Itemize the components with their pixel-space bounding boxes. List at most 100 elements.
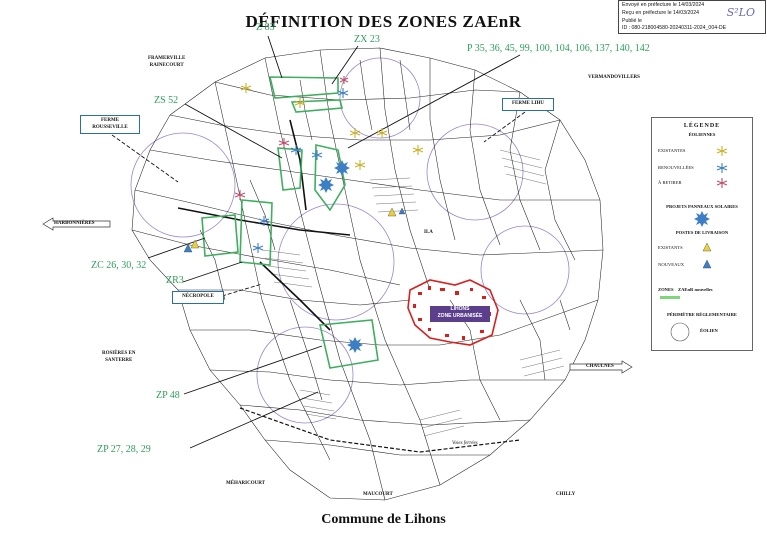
urban-zone-text: ZONE URBANISÉE	[437, 313, 483, 319]
turbine-renewed-icon	[252, 243, 264, 253]
zone-zc	[201, 214, 239, 257]
turbines-existing	[240, 83, 424, 170]
place-framerville: FRAMERVILLE RAINECOURT	[148, 56, 186, 68]
place-voies-ferrees: Voies ferrées	[452, 441, 478, 446]
stamp-line: Reçu en préfecture le 14/03/2024	[622, 9, 700, 16]
leader-zp48	[183, 345, 323, 395]
legend-renouvelees: RENOUVELLÉES	[658, 165, 694, 170]
leader-zs52	[184, 103, 283, 159]
stamp-line: Envoyé en préfecture le 14/03/2024	[622, 2, 705, 8]
turbine-existing-icon	[240, 83, 252, 93]
solar-icon	[334, 160, 350, 176]
legend-existantes: EXISTANTES	[658, 148, 686, 153]
legend-zaenr: ZAEnR nouvelles	[678, 287, 713, 292]
leader-lihu	[483, 111, 526, 143]
place-rosieres: ROSIÈRES EN SANTERRE	[102, 351, 136, 363]
place-chaulnes: CHAULNES	[586, 364, 614, 369]
perimeter-circle	[426, 123, 524, 221]
leader-zr3	[182, 261, 243, 283]
main-roads	[177, 119, 351, 331]
parcel-network	[131, 47, 604, 501]
turbine-existing-icon	[294, 98, 306, 108]
zone-zr3	[239, 199, 273, 266]
legend-title: LÉGENDE	[683, 123, 721, 129]
urban-town-name: LIHONS	[450, 306, 470, 312]
turbine-remove-icon	[234, 190, 246, 200]
zone-label-zp27: ZP 27, 28, 29	[97, 444, 151, 455]
turbines-remove	[234, 76, 349, 200]
place-maucourt: MAUCOURT	[363, 492, 393, 497]
perimeter-circle	[130, 132, 236, 238]
perimeter-circle	[277, 203, 395, 321]
solar-icon	[318, 177, 334, 193]
legend-a-retirer: À RETIRER	[658, 180, 682, 185]
turbine-existing-icon	[412, 145, 424, 155]
zone-p	[314, 144, 346, 212]
post-new-icon	[398, 207, 406, 215]
legend-existants: EXISTANTS	[658, 245, 683, 250]
legend-post-existing-icon	[702, 242, 712, 252]
place-meharicourt: MÉHARICOURT	[226, 481, 265, 486]
legend-symbols	[660, 146, 728, 342]
legend-post-new-icon	[702, 259, 712, 269]
leader-z83	[267, 35, 283, 79]
place-chilly: CHILLY	[556, 492, 576, 497]
turbine-existing-icon	[376, 128, 388, 138]
zone-zx23	[290, 99, 344, 113]
zone-label-zs52: ZS 52	[154, 95, 179, 106]
zone-z83	[268, 76, 339, 99]
legend-remove-turbine-icon	[716, 178, 728, 188]
legend-postes: POSTES DE LIVRAISON	[675, 230, 729, 235]
delivery-posts	[183, 207, 406, 253]
prefecture-stamp: Envoyé en préfecture le 14/03/2024 Reçu …	[618, 0, 766, 34]
legend-renewed-turbine-icon	[716, 163, 728, 173]
callout-necropole: NÉCROPOLE	[172, 291, 224, 304]
turbine-renewed-icon	[258, 216, 270, 226]
perimeter-circle	[480, 225, 570, 315]
leader-rousseville	[111, 134, 179, 183]
turbines-renewed	[252, 88, 349, 253]
legend-perimetre: PÉRIMÈTRE RÉGLEMENTAIRE	[667, 312, 737, 317]
zaenr-zones	[201, 76, 379, 369]
place-harbonnieres: HARBONNIÈRES	[54, 221, 95, 226]
solar-projects	[318, 160, 363, 353]
perimeter-circle	[256, 326, 354, 424]
callout-ferme-lihu: FERME LIHU	[502, 98, 554, 111]
leader-zp27	[189, 391, 319, 449]
place-vermandovillers: VERMANDOVILLERS	[588, 75, 640, 80]
legend-nouveaux: NOUVEAUX	[658, 262, 685, 267]
commune-title: Commune de Lihons	[321, 512, 446, 527]
turbine-existing-icon	[349, 128, 361, 138]
turbine-existing-icon	[354, 160, 366, 170]
callout-ferme-rousseville: FERME ROUSSEVILLE	[80, 115, 140, 134]
legend-eolien: ÉOLIEN	[700, 328, 718, 333]
legend-eoliennes: ÉOLIENNES	[688, 132, 716, 137]
stamp-line: ID : 080-218004580-20240311-2024_004-DE	[622, 25, 727, 32]
zone-label-z83: Z 83	[256, 22, 275, 33]
legend-zones: ZONES	[658, 287, 674, 292]
turbine-renewed-icon	[337, 88, 349, 98]
zone-label-zc: ZC 26, 30, 32	[91, 260, 147, 271]
post-existing-icon	[387, 207, 397, 217]
turbine-remove-icon	[339, 76, 349, 84]
post-new-icon	[183, 243, 193, 253]
legend-panel: LÉGENDE ÉOLIENNES EXISTANTES RENOUVELLÉE…	[651, 117, 753, 351]
perimeter-circles	[130, 57, 570, 424]
legend-existing-turbine-icon	[716, 146, 728, 156]
parcel-hatching	[261, 149, 565, 437]
map-title: DÉFINITION DES ZONES ZAEnR	[245, 12, 522, 31]
perimeter-circle	[339, 57, 421, 139]
turbine-renewed-icon	[290, 145, 302, 155]
post-existing-icon	[190, 239, 200, 249]
stamp-line: Publié le	[622, 17, 642, 24]
railway-line	[239, 407, 521, 453]
leader-necropole	[221, 283, 263, 297]
leader-zx23	[331, 45, 359, 85]
zone-zp48	[319, 319, 379, 369]
stamp-signature: S²LO	[726, 6, 755, 19]
legend-zone-swatch	[660, 296, 680, 299]
solar-icon	[347, 337, 363, 353]
zone-label-p: P 35, 36, 45, 99, 100, 104, 106, 137, 14…	[467, 43, 650, 54]
callout-leaders	[111, 35, 526, 449]
